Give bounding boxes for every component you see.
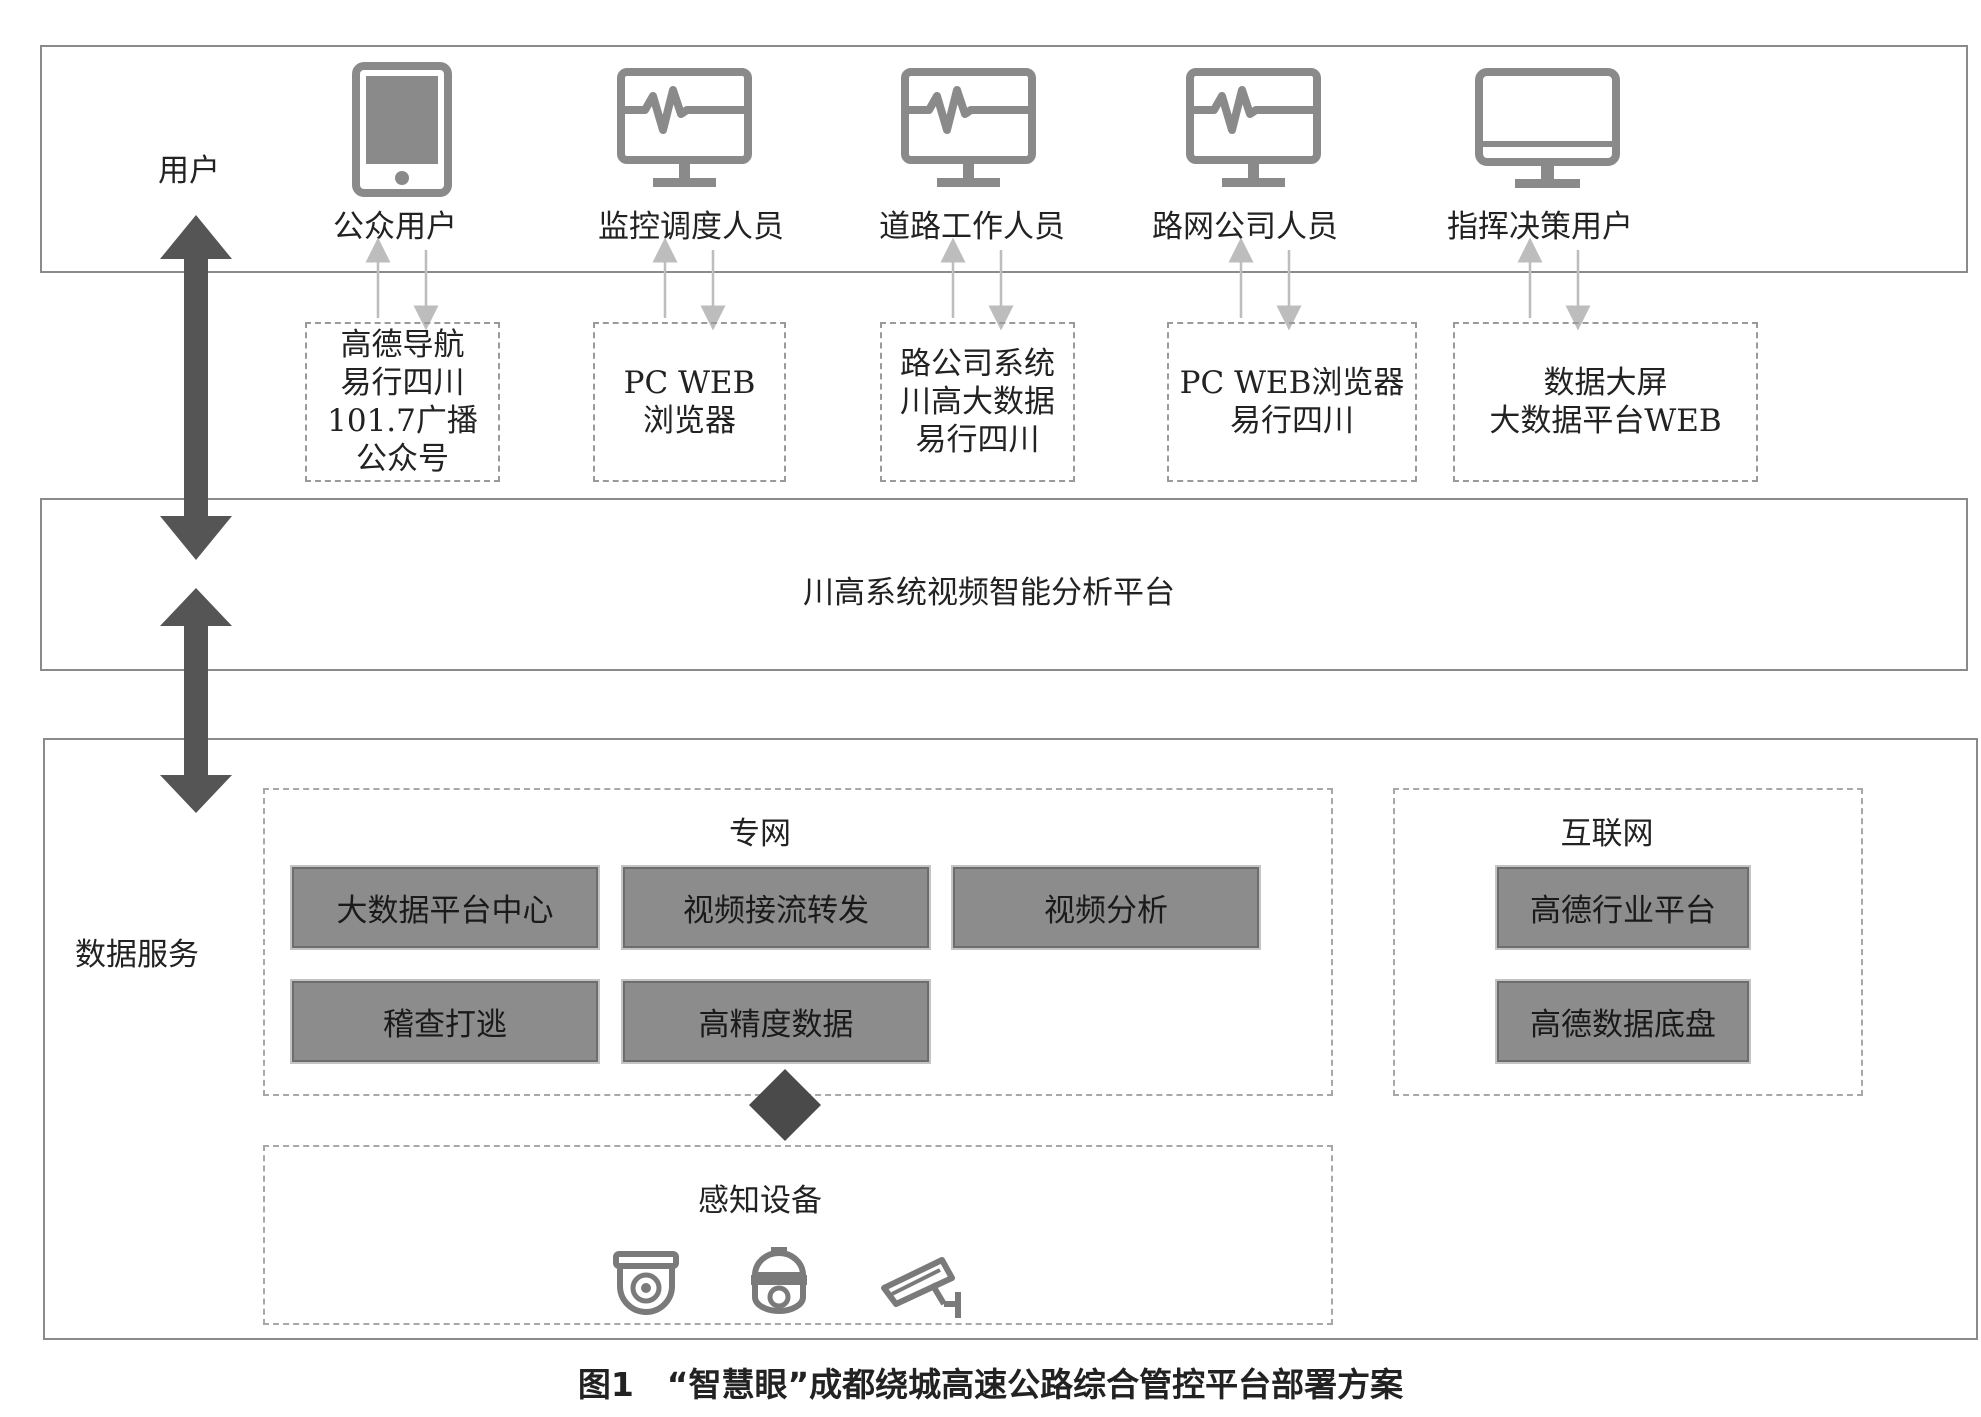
monitor-icon bbox=[1475, 68, 1620, 188]
monitor-pulse-icon bbox=[617, 68, 752, 187]
channel-text: 路公司系统 bbox=[900, 346, 1055, 382]
monitor-pulse-icon bbox=[1186, 68, 1321, 187]
channel-text: 易行四川 bbox=[915, 422, 1040, 458]
private-network-title: 专网 bbox=[729, 816, 791, 852]
data-services-title: 数据服务 bbox=[75, 937, 199, 973]
channel-text: 川高大数据 bbox=[900, 384, 1055, 420]
users-section-title: 用户 bbox=[158, 153, 220, 189]
channel-text: 易行四川 bbox=[1230, 403, 1354, 439]
sensing-devices-title: 感知设备 bbox=[698, 1183, 822, 1219]
internet-title: 互联网 bbox=[1560, 816, 1654, 852]
module-video-analysis: 视频分析 bbox=[951, 865, 1261, 950]
figure-caption: 图1 “智慧眼”成都绕城高速公路综合管控平台部署方案 bbox=[577, 1365, 1404, 1404]
channel-text: 大数据平台WEB bbox=[1489, 403, 1722, 439]
double-arrow-users-platform bbox=[160, 215, 232, 560]
sensing-devices-region bbox=[263, 1145, 1333, 1325]
module-big-data-center: 大数据平台中心 bbox=[290, 865, 600, 950]
channel-text: 高德导航 bbox=[340, 327, 465, 363]
user-label: 监控调度人员 bbox=[598, 209, 784, 245]
channel-box-public: 高德导航 易行四川 101.7广播 公众号 bbox=[305, 322, 500, 482]
internet-region bbox=[1393, 788, 1863, 1096]
module-amap-industry-platform: 高德行业平台 bbox=[1495, 865, 1751, 950]
channel-text: 易行四川 bbox=[340, 365, 465, 401]
bidirectional-arrow-diamond bbox=[749, 1069, 821, 1141]
channel-box-road: 路公司系统 川高大数据 易行四川 bbox=[880, 322, 1075, 482]
user-label: 指挥决策用户 bbox=[1447, 209, 1633, 245]
module-video-stream-forward: 视频接流转发 bbox=[621, 865, 931, 950]
channel-text: 数据大屏 bbox=[1543, 365, 1668, 401]
user-label: 路网公司人员 bbox=[1152, 209, 1338, 245]
channel-text: PC WEB浏览器 bbox=[1179, 365, 1405, 401]
dome-camera-icon bbox=[613, 1251, 679, 1315]
channel-text: 公众号 bbox=[356, 441, 449, 477]
bullet-camera-icon bbox=[881, 1257, 961, 1318]
module-toll-evasion-audit: 稽查打逃 bbox=[290, 979, 600, 1064]
platform-title: 川高系统视频智能分析平台 bbox=[803, 575, 1175, 611]
channel-text: 101.7广播 bbox=[327, 403, 478, 439]
platform-panel bbox=[40, 498, 1968, 671]
user-label: 公众用户 bbox=[333, 209, 457, 245]
channel-box-command: 数据大屏 大数据平台WEB bbox=[1453, 322, 1758, 482]
channel-box-monitoring: PC WEB 浏览器 bbox=[593, 322, 786, 482]
channel-text: 浏览器 bbox=[643, 403, 736, 439]
connector-arrows bbox=[365, 237, 1591, 331]
module-amap-data-base: 高德数据底盘 bbox=[1495, 979, 1751, 1064]
module-high-precision-data: 高精度数据 bbox=[621, 979, 931, 1064]
channel-text: PC WEB bbox=[623, 365, 756, 401]
monitor-pulse-icon bbox=[901, 68, 1036, 187]
smartphone-icon bbox=[352, 62, 452, 197]
user-label: 道路工作人员 bbox=[879, 209, 1065, 245]
channel-box-network: PC WEB浏览器 易行四川 bbox=[1167, 322, 1417, 482]
double-arrow-platform-data bbox=[160, 588, 232, 813]
ptz-camera-icon bbox=[751, 1247, 807, 1314]
